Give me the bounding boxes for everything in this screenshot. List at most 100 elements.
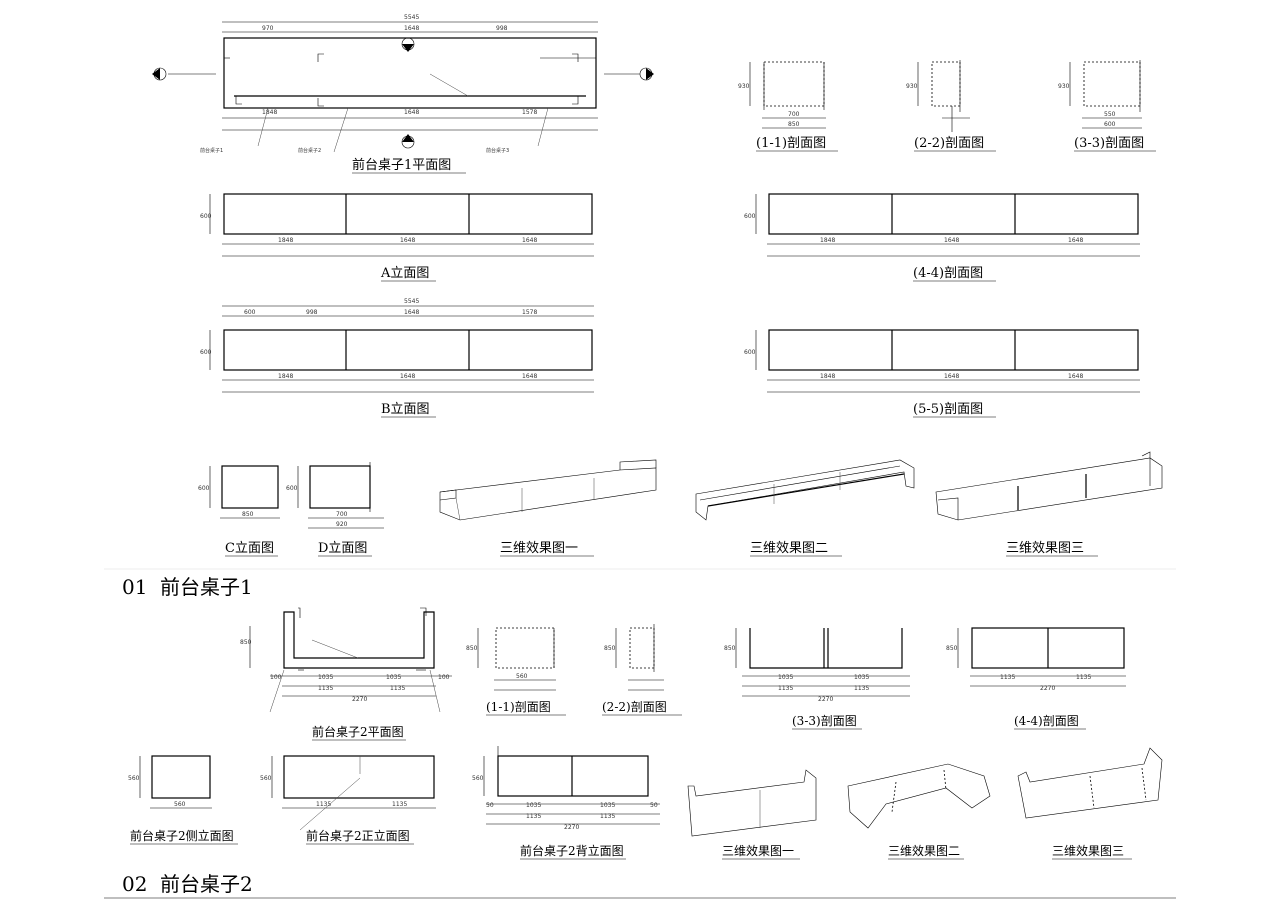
dim-total: 5545 bbox=[404, 14, 419, 21]
svg-text:1135: 1135 bbox=[318, 685, 333, 692]
desk1-sec44-title: (4-4)剖面图 bbox=[913, 266, 983, 281]
svg-text:1848: 1848 bbox=[278, 373, 293, 380]
svg-text:600: 600 bbox=[744, 349, 756, 356]
desk1-3d2-title: 三维效果图二 bbox=[750, 541, 828, 556]
svg-text:2270: 2270 bbox=[352, 696, 367, 703]
desk2-sec11-title: (1-1)剖面图 bbox=[486, 700, 551, 714]
svg-text:50: 50 bbox=[650, 802, 658, 809]
desk2-front-title: 前台桌子2正立面图 bbox=[306, 828, 410, 843]
svg-text:700: 700 bbox=[788, 111, 800, 118]
desk1-elevation-c: 600 850 C立面图 bbox=[198, 465, 280, 557]
svg-text:1648: 1648 bbox=[1068, 373, 1083, 380]
section-number: 01 bbox=[122, 575, 147, 599]
svg-text:1135: 1135 bbox=[600, 813, 615, 820]
section-title: 前台桌子1 bbox=[160, 575, 253, 599]
svg-text:850: 850 bbox=[466, 645, 478, 652]
desk2-section-3-3: 850 1035 1035 1135 1135 2270 (3-3)剖面图 bbox=[724, 628, 910, 730]
svg-text:700: 700 bbox=[336, 511, 348, 518]
svg-text:5545: 5545 bbox=[404, 298, 419, 305]
svg-text:550: 550 bbox=[1104, 111, 1116, 118]
svg-text:1035: 1035 bbox=[600, 802, 615, 809]
svg-text:930: 930 bbox=[738, 83, 750, 90]
svg-text:560: 560 bbox=[516, 673, 528, 680]
svg-text:1135: 1135 bbox=[392, 801, 407, 808]
desk1-plan: 5545 970 1648 998 1848 1648 1578 前台桌子1 bbox=[152, 14, 654, 174]
svg-text:1135: 1135 bbox=[1000, 674, 1015, 681]
desk2-side-elevation: 560 560 前台桌子2侧立面图 bbox=[128, 755, 238, 845]
svg-text:560: 560 bbox=[472, 775, 484, 782]
dim-970: 970 bbox=[262, 25, 274, 32]
svg-text:1035: 1035 bbox=[386, 674, 401, 681]
svg-text:1135: 1135 bbox=[526, 813, 541, 820]
desk1-elevation-d: 600 700 920 D立面图 bbox=[286, 462, 384, 557]
section-title: 前台桌子2 bbox=[160, 872, 253, 896]
svg-text:930: 930 bbox=[906, 83, 918, 90]
svg-text:1035: 1035 bbox=[854, 674, 869, 681]
dim-1648-a: 1648 bbox=[404, 109, 419, 116]
svg-text:1648: 1648 bbox=[400, 237, 415, 244]
desk1-3d3-title: 三维效果图三 bbox=[1006, 541, 1084, 556]
svg-text:600: 600 bbox=[1104, 121, 1116, 128]
svg-text:2270: 2270 bbox=[564, 824, 579, 831]
svg-text:560: 560 bbox=[174, 801, 186, 808]
svg-text:850: 850 bbox=[240, 639, 252, 646]
desk2-plan-title: 前台桌子2平面图 bbox=[312, 724, 404, 739]
svg-text:1035: 1035 bbox=[778, 674, 793, 681]
svg-text:850: 850 bbox=[604, 645, 616, 652]
dim-1578: 1578 bbox=[522, 109, 537, 116]
desk2-3d-view-1: 三维效果图一 bbox=[687, 769, 817, 860]
svg-text:1135: 1135 bbox=[390, 685, 405, 692]
desk2-sec22-title: (2-2)剖面图 bbox=[602, 700, 667, 714]
desk1-section-4-4: 600 1848 1648 1648 (4-4)剖面图 bbox=[744, 193, 1140, 282]
desk1-elevation-a: 600 1848 1648 1648 A立面图 bbox=[200, 193, 594, 282]
svg-text:600: 600 bbox=[200, 349, 212, 356]
dim-1848-a: 1848 bbox=[262, 109, 277, 116]
svg-text:100: 100 bbox=[438, 674, 450, 681]
svg-text:2270: 2270 bbox=[1040, 685, 1055, 692]
svg-text:2270: 2270 bbox=[818, 696, 833, 703]
desk1-section-1-1: 930 700 850 (1-1)剖面图 bbox=[738, 61, 838, 152]
svg-text:前台桌子1: 前台桌子1 bbox=[200, 147, 223, 154]
svg-text:1848: 1848 bbox=[820, 373, 835, 380]
svg-text:1035: 1035 bbox=[318, 674, 333, 681]
svg-text:1648: 1648 bbox=[522, 237, 537, 244]
desk1-section-2-2: 930 (2-2)剖面图 bbox=[906, 60, 996, 152]
desk1-sec33-title: (3-3)剖面图 bbox=[1074, 136, 1144, 151]
svg-text:920: 920 bbox=[336, 521, 348, 528]
desk1-sec55-title: (5-5)剖面图 bbox=[913, 402, 983, 417]
svg-text:1135: 1135 bbox=[316, 801, 331, 808]
svg-text:560: 560 bbox=[260, 775, 272, 782]
desk2-sec44-title: (4-4)剖面图 bbox=[1014, 714, 1079, 728]
svg-text:前台桌子2: 前台桌子2 bbox=[298, 147, 321, 154]
desk2-back-elevation: 560 50 1035 1035 50 1135 1135 2270 前台桌子2… bbox=[472, 746, 660, 860]
svg-text:600: 600 bbox=[744, 213, 756, 220]
svg-text:100: 100 bbox=[270, 674, 282, 681]
svg-text:850: 850 bbox=[946, 645, 958, 652]
svg-text:850: 850 bbox=[724, 645, 736, 652]
desk2-plan: 850 100 1035 1035 100 1135 1135 2270 前台桌… bbox=[240, 607, 452, 741]
desk1-sec22-title: (2-2)剖面图 bbox=[914, 136, 984, 151]
desk1-sec11-title: (1-1)剖面图 bbox=[756, 136, 826, 151]
svg-text:850: 850 bbox=[788, 121, 800, 128]
dim-998: 998 bbox=[496, 25, 508, 32]
svg-text:1848: 1848 bbox=[820, 237, 835, 244]
desk1-plan-title: 前台桌子1平面图 bbox=[352, 157, 451, 173]
svg-text:560: 560 bbox=[128, 775, 140, 782]
desk1-3d1-title: 三维效果图一 bbox=[500, 541, 578, 556]
desk1-3d-view-2: 三维效果图二 bbox=[695, 459, 915, 557]
svg-text:1135: 1135 bbox=[778, 685, 793, 692]
desk1-section-5-5: 600 1848 1648 1648 (5-5)剖面图 bbox=[744, 329, 1140, 418]
svg-text:850: 850 bbox=[242, 511, 254, 518]
svg-text:1648: 1648 bbox=[400, 373, 415, 380]
desk1-3d-view-1: 三维效果图一 bbox=[439, 459, 657, 557]
section-heading-01: 01 前台桌子1 bbox=[104, 568, 1176, 599]
dim-600-a: 600 bbox=[200, 213, 212, 220]
desk2-back-title: 前台桌子2背立面图 bbox=[520, 843, 624, 858]
svg-text:1648: 1648 bbox=[404, 309, 419, 316]
svg-text:50: 50 bbox=[486, 802, 494, 809]
desk1-section-3-3: 930 550 600 (3-3)剖面图 bbox=[1058, 60, 1156, 152]
svg-text:1648: 1648 bbox=[1068, 237, 1083, 244]
desk1-elev-a-title: A立面图 bbox=[380, 266, 429, 281]
svg-text:1648: 1648 bbox=[944, 237, 959, 244]
desk2-section-4-4: 850 1135 1135 2270 (4-4)剖面图 bbox=[946, 627, 1126, 730]
